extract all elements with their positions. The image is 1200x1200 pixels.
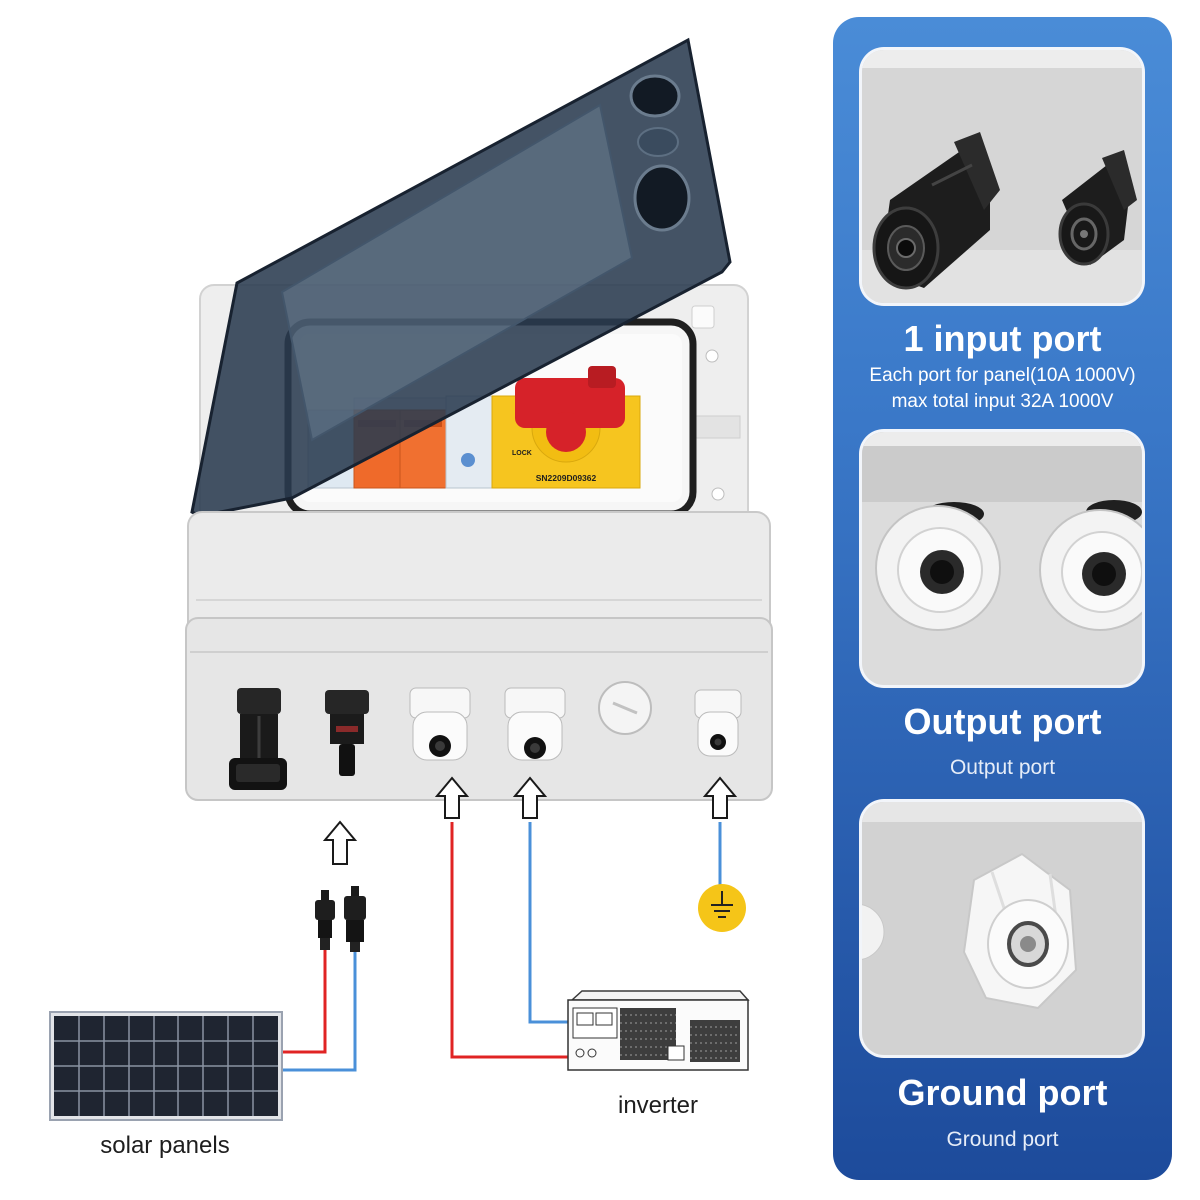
mc4-male-connector xyxy=(1058,150,1137,266)
cover-recess xyxy=(629,74,681,118)
feature-line: max total input 32A 1000V xyxy=(891,391,1114,412)
inverter-negative-wire xyxy=(528,822,572,1024)
cover-window xyxy=(280,103,634,442)
output-port-photo xyxy=(862,432,1142,685)
screw-hole xyxy=(711,487,725,501)
feature-title: 1 input port xyxy=(903,318,1102,359)
output-cable-gland xyxy=(409,687,471,761)
ground-port-photo xyxy=(862,802,1142,1055)
output-cable-gland xyxy=(504,687,566,761)
mc4-connector-pair xyxy=(315,886,366,952)
input-port-photo xyxy=(862,50,1142,303)
screw-hole xyxy=(705,349,719,363)
cover-recess xyxy=(637,127,679,157)
cable-gland xyxy=(1039,500,1142,631)
fuse-indicator xyxy=(461,453,475,467)
feature-line: Ground port xyxy=(946,1128,1059,1151)
feature-panel: 1 input port Each port for panel(10A 100… xyxy=(833,17,1172,1180)
inverter xyxy=(567,990,750,1071)
feature-line: Each port for panel(10A 1000V) xyxy=(869,365,1136,386)
panel-negative-wire xyxy=(282,950,357,1072)
ground-gland xyxy=(962,852,1078,1010)
up-arrow-icon xyxy=(512,776,548,819)
inverter-vent xyxy=(620,1008,676,1060)
solar-panels-label: solar panels xyxy=(100,1132,229,1159)
inverter-vent xyxy=(690,1020,740,1062)
mc4-female-connector xyxy=(872,132,1000,290)
isolator-handle xyxy=(515,378,625,428)
hinge-tab xyxy=(691,305,715,329)
inverter-positive-wire xyxy=(450,822,572,1059)
up-arrow-icon xyxy=(702,776,738,819)
up-arrow-icon xyxy=(322,820,358,865)
base-body xyxy=(185,617,773,801)
inverter-label: inverter xyxy=(618,1092,698,1119)
rail-notch xyxy=(695,415,741,439)
inverter-knob xyxy=(587,1048,597,1058)
mc4-female-port xyxy=(229,688,287,790)
inverter-button xyxy=(667,1045,685,1061)
cover-recess xyxy=(633,164,691,232)
panel-positive-wire xyxy=(282,950,327,1054)
cable-gland xyxy=(875,502,1001,631)
isolator-serial-label: SN2209D09362 xyxy=(536,473,597,483)
combiner-box: LOCK SN2209D09362 xyxy=(185,37,773,801)
combiner-wiring-illustration: LOCK SN2209D09362 xyxy=(49,37,773,1159)
ground-symbol-icon xyxy=(698,884,746,932)
blank-plug xyxy=(598,681,652,735)
solar-panel xyxy=(49,1011,283,1121)
mc4-male-port xyxy=(325,690,369,776)
feature-line: Output port xyxy=(949,756,1056,779)
isolator-handle-tab xyxy=(588,366,616,388)
inverter-knob xyxy=(575,1048,585,1058)
feature-title: Output port xyxy=(903,701,1102,742)
feature-title: Ground port xyxy=(897,1072,1108,1113)
isolator-handle-hub xyxy=(546,412,586,452)
transparent-cover xyxy=(190,37,732,518)
ground-cable-gland xyxy=(694,689,742,757)
isolator-lock-label: LOCK xyxy=(512,450,532,457)
up-arrow-icon xyxy=(434,776,470,819)
